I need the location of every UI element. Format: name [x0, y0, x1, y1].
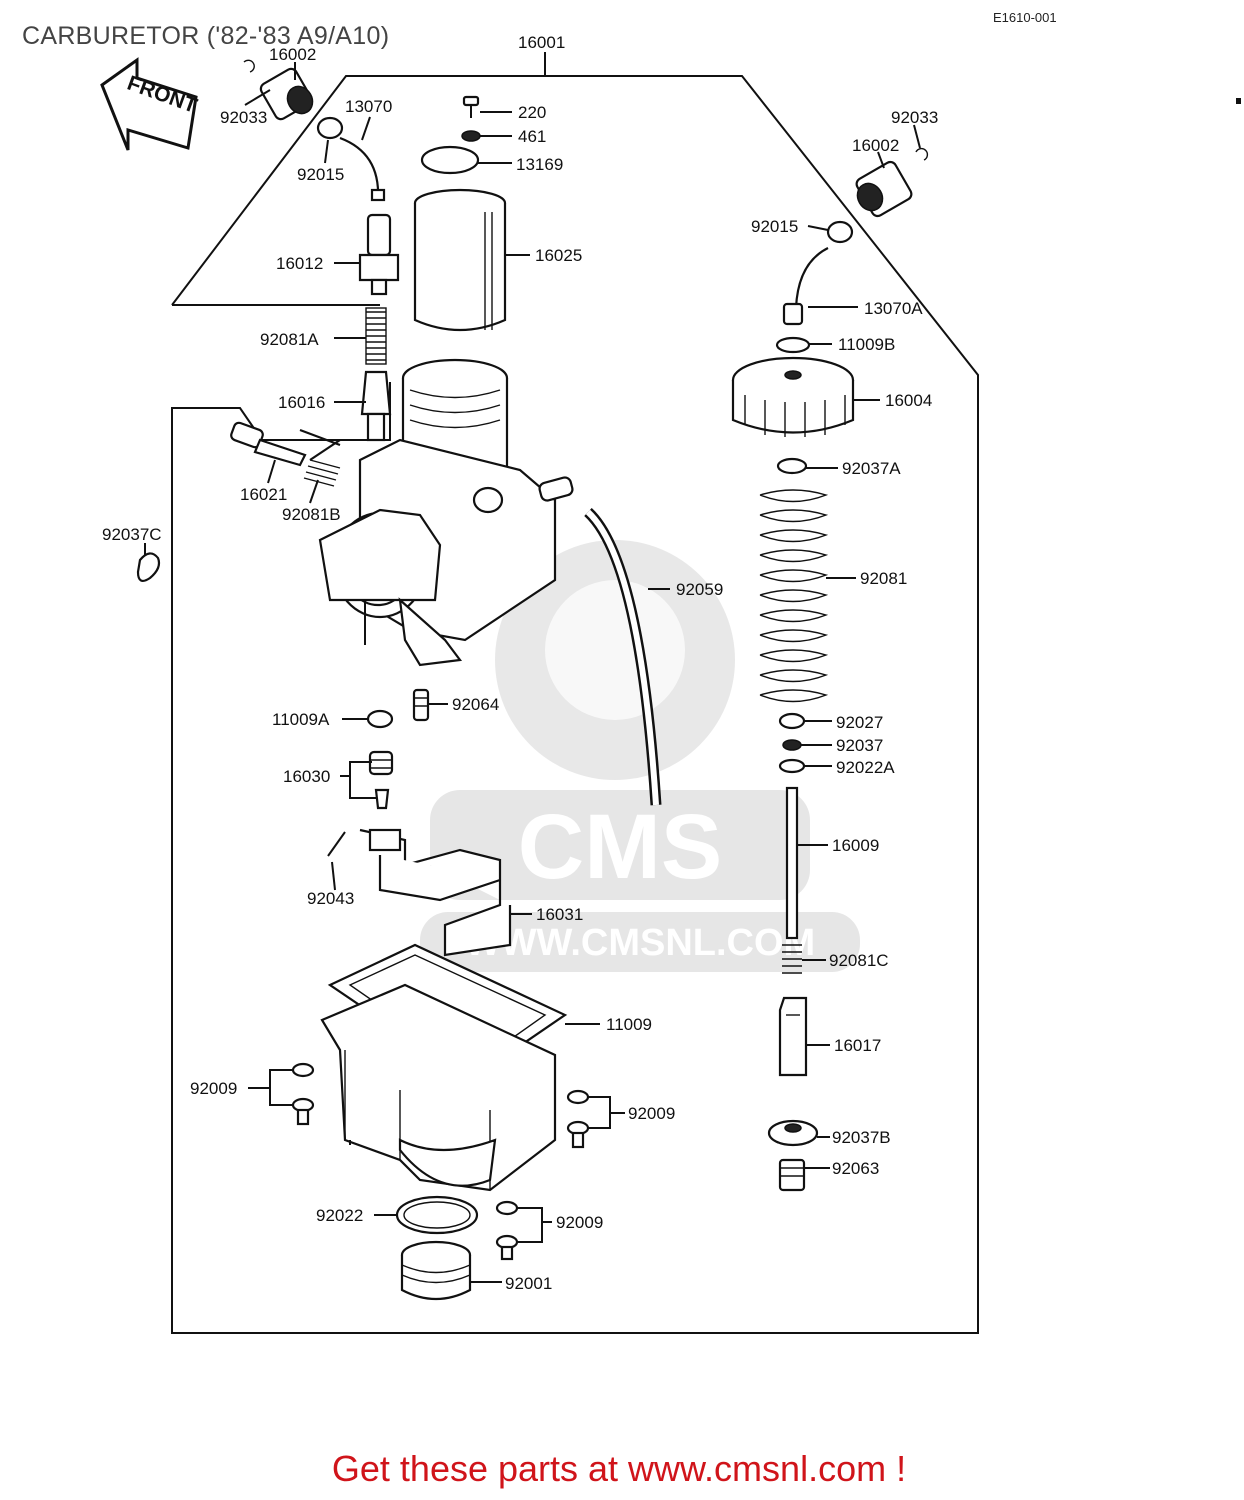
starter-plunger	[360, 370, 392, 442]
label-92063: 92063	[832, 1159, 879, 1178]
clip-92037	[782, 739, 802, 751]
jet-needle	[782, 786, 802, 974]
mixing-chamber-top	[731, 356, 855, 437]
label-220: 220	[518, 103, 546, 122]
cap-screw	[461, 95, 481, 142]
watermark-url: WWW.CMSNL.COM	[465, 922, 815, 964]
label-92081a: 92081A	[260, 330, 319, 349]
label-92059: 92059	[676, 580, 723, 599]
label-16001: 16001	[518, 33, 565, 52]
watermark-brand: CMS	[518, 796, 722, 898]
label-16031: 16031	[536, 905, 583, 924]
fuel-hose-bend-left	[316, 116, 386, 202]
label-92064: 92064	[452, 695, 499, 714]
main-jet-92063	[778, 1158, 806, 1192]
label-11009b: 11009B	[838, 335, 895, 354]
screw-92009-left	[291, 1062, 315, 1126]
cable-adjuster	[782, 247, 829, 326]
throttle-spring	[759, 489, 829, 703]
hose-clip-92037c	[136, 552, 161, 582]
label-92037a: 92037A	[842, 459, 901, 478]
label-16009: 16009	[832, 836, 879, 855]
label-92009-bottom: 92009	[556, 1213, 603, 1232]
screw-92009-bottom	[495, 1200, 519, 1261]
drain-plug-92001	[400, 1240, 472, 1300]
diagram-title: CARBURETOR ('82-'83 A9/A10)	[22, 22, 390, 50]
label-92037b: 92037B	[832, 1128, 891, 1147]
label-92033-right: 92033	[891, 108, 938, 127]
label-92001: 92001	[505, 1274, 552, 1293]
float-pin	[327, 831, 346, 857]
label-92033-left: 92033	[220, 108, 267, 127]
washer-92027	[778, 712, 806, 730]
float-16031	[359, 828, 512, 957]
needle-jet-16017	[778, 996, 808, 1077]
assembly-frame	[171, 75, 979, 1334]
washer-92022a	[778, 758, 806, 774]
idle-screw	[230, 421, 307, 467]
label-92081b: 92081B	[282, 505, 341, 524]
fuel-strainer-right	[855, 147, 929, 218]
label-92037c: 92037C	[102, 525, 162, 544]
spring-92081b	[303, 459, 341, 487]
throttle-valve	[413, 188, 507, 332]
spring-92081a	[365, 307, 387, 365]
footer-text[interactable]: Get these parts at www.cmsnl.com !	[331, 1448, 907, 1489]
label-92037: 92037	[836, 736, 883, 755]
part-labels: 16001 16002 92033 13070 92015 220 461 13…	[102, 33, 938, 1293]
main-jet-holder	[767, 1119, 819, 1147]
label-16016: 16016	[278, 393, 325, 412]
pilot-jet-92064	[412, 688, 430, 722]
label-16017: 16017	[834, 1036, 881, 1055]
label-92015-right: 92015	[751, 217, 798, 236]
fuel-strainer-left	[243, 59, 314, 121]
label-16012: 16012	[276, 254, 323, 273]
label-92022a: 92022A	[836, 758, 895, 777]
label-92009-left: 92009	[190, 1079, 237, 1098]
cms-watermark: CMS WWW.CMSNL.COM	[420, 540, 860, 972]
label-92027: 92027	[836, 713, 883, 732]
label-461: 461	[518, 127, 546, 146]
gasket-11009a	[366, 709, 394, 729]
front-arrow: FRONT	[100, 57, 200, 151]
needle-jet-holder	[358, 213, 400, 296]
label-13169: 13169	[516, 155, 563, 174]
label-16002-left: 16002	[269, 45, 316, 64]
label-92009-mid: 92009	[628, 1104, 675, 1123]
float-bowl	[320, 983, 557, 1192]
label-16030: 16030	[283, 767, 330, 786]
float-valve-16030	[368, 750, 394, 810]
diagram-code: E1610-001	[993, 10, 1057, 25]
leader-lines	[144, 52, 921, 1283]
seal-92037a	[776, 457, 808, 475]
gasket-11009b	[775, 336, 811, 354]
nut-92015-right	[826, 220, 854, 244]
carburetor-body	[299, 358, 574, 667]
label-92081c: 92081C	[829, 951, 889, 970]
label-11009: 11009	[606, 1015, 652, 1034]
label-16004: 16004	[885, 391, 932, 410]
label-92081: 92081	[860, 569, 907, 588]
label-13070a: 13070A	[864, 299, 923, 318]
label-11009a: 11009A	[272, 710, 330, 729]
label-92043: 92043	[307, 889, 354, 908]
label-16021: 16021	[240, 485, 287, 504]
label-16025: 16025	[535, 246, 582, 265]
label-13070: 13070	[345, 97, 392, 116]
label-16002-right: 16002	[852, 136, 899, 155]
screw-92009-mid	[566, 1089, 590, 1149]
label-92015-left: 92015	[297, 165, 344, 184]
cap-plate	[420, 145, 480, 175]
label-92022: 92022	[316, 1206, 363, 1225]
footer-link[interactable]: Get these parts at www.cmsnl.com !	[0, 1448, 1244, 1490]
